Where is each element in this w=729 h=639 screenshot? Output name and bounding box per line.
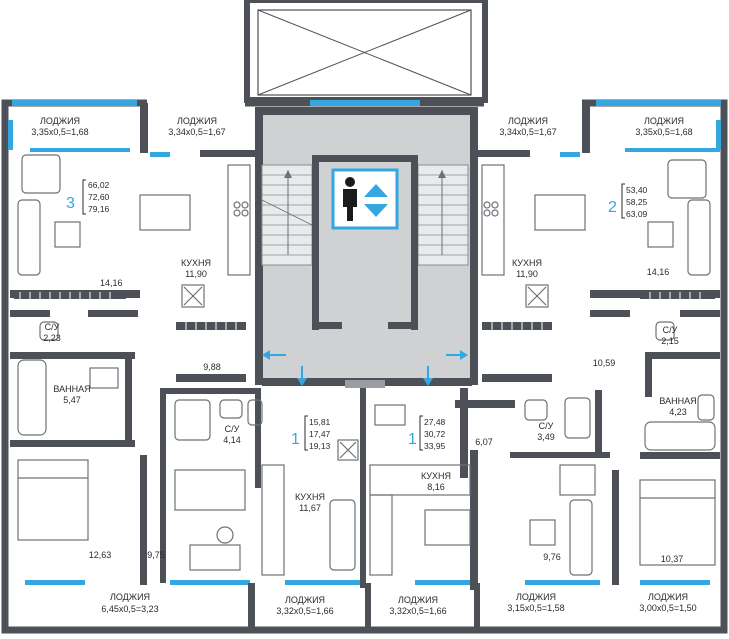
apartment-area: 66,02 <box>88 180 110 190</box>
room-area: 4,14 <box>223 435 241 445</box>
stair-core <box>255 107 478 388</box>
apartment-3-marker: 3 66,02 72,60 79,16 <box>66 179 110 215</box>
apartment-area: 30,72 <box>424 429 446 439</box>
furniture <box>17 154 716 576</box>
room-name: С/У <box>45 322 60 332</box>
apartment-area: 17,47 <box>309 429 331 439</box>
apartment-number: 1 <box>291 431 300 448</box>
elevator-person-icon <box>331 168 399 230</box>
loggia-name: ЛОДЖИЯ <box>177 116 217 126</box>
apartment-area: 33,95 <box>424 441 446 451</box>
room-area: 9,75 <box>147 550 165 560</box>
room-name: С/У <box>225 424 240 434</box>
room-name: ВАННАЯ <box>53 384 90 394</box>
loggia-name: ЛОДЖИЯ <box>285 595 325 605</box>
room-name: КУХНЯ <box>512 258 542 268</box>
loggia-name: ЛОДЖИЯ <box>508 116 548 126</box>
room-name: КУХНЯ <box>295 492 325 502</box>
room-name: ВАННАЯ <box>659 396 696 406</box>
loggia-name: ЛОДЖИЯ <box>644 116 684 126</box>
loggia-labels: ЛОДЖИЯ 3,35х0,5=1,68 ЛОДЖИЯ 3,34х0,5=1,6… <box>31 116 696 616</box>
windows <box>8 100 721 585</box>
room-area: 9,76 <box>543 552 561 562</box>
apartment-area: 63,09 <box>626 209 648 219</box>
room-area: 11,90 <box>185 269 207 279</box>
loggia-size: 3,32х0,5=1,66 <box>276 606 333 616</box>
loggia-size: 6,45х0,5=3,23 <box>101 604 158 614</box>
loggia-size: 3,00х0,5=1,50 <box>639 603 696 613</box>
apartment-1b-marker: 1 27,48 30,72 33,95 <box>408 415 446 451</box>
loggia-size: 3,35х0,5=1,68 <box>31 127 88 137</box>
arrow-icon <box>262 350 468 386</box>
loggia-name: ЛОДЖИЯ <box>110 592 150 602</box>
loggia-name: ЛОДЖИЯ <box>398 595 438 605</box>
apartment-area: 19,13 <box>309 441 331 451</box>
room-labels: 14,16 КУХНЯ 11,90 С/У 2,23 ВАННАЯ 5,47 9… <box>43 258 696 564</box>
room-area: 3,49 <box>537 432 555 442</box>
apartment-area: 58,25 <box>626 197 648 207</box>
apartment-area: 79,16 <box>88 204 110 214</box>
loggia-name: ЛОДЖИЯ <box>40 116 80 126</box>
room-area: 2,23 <box>43 333 61 343</box>
loggia-size: 3,15х0,5=1,58 <box>507 603 564 613</box>
room-area: 6,07 <box>475 437 493 447</box>
apartment-number: 1 <box>408 431 417 448</box>
room-area: 11,67 <box>299 503 321 513</box>
loggia-size: 3,34х0,5=1,67 <box>499 127 556 137</box>
room-area: 9,88 <box>203 362 221 372</box>
apartment-area: 53,40 <box>626 185 648 195</box>
room-area: 10,59 <box>593 358 616 368</box>
room-area: 14,16 <box>100 278 123 288</box>
loggia-name: ЛОДЖИЯ <box>648 592 688 602</box>
loggia-name: ЛОДЖИЯ <box>516 592 556 602</box>
room-name: КУХНЯ <box>181 258 211 268</box>
loggia-size: 3,35х0,5=1,68 <box>635 127 692 137</box>
top-shaft <box>244 0 488 103</box>
apartment-area: 72,60 <box>88 192 110 202</box>
apartment-2-marker: 2 53,40 58,25 63,09 <box>608 183 648 219</box>
apartment-1a-marker: 1 15,81 17,47 19,13 <box>291 415 331 451</box>
room-area: 5,47 <box>63 395 81 405</box>
room-area: 4,23 <box>669 407 687 417</box>
room-area: 10,37 <box>661 554 684 564</box>
apartment-area: 27,48 <box>424 417 446 427</box>
room-name: С/У <box>663 325 678 335</box>
loggia-size: 3,32х0,5=1,66 <box>389 606 446 616</box>
apartment-number: 3 <box>66 195 75 212</box>
room-area: 2,15 <box>661 336 679 346</box>
apartment-number: 2 <box>608 199 617 216</box>
room-name: КУХНЯ <box>421 471 451 481</box>
room-area: 11,90 <box>516 269 538 279</box>
room-area: 8,16 <box>427 482 445 492</box>
room-area: 14,16 <box>647 267 670 277</box>
loggia-size: 3,34х0,5=1,67 <box>168 127 225 137</box>
apartment-area: 15,81 <box>309 417 331 427</box>
room-name: С/У <box>539 421 554 431</box>
room-area: 12,63 <box>89 550 112 560</box>
